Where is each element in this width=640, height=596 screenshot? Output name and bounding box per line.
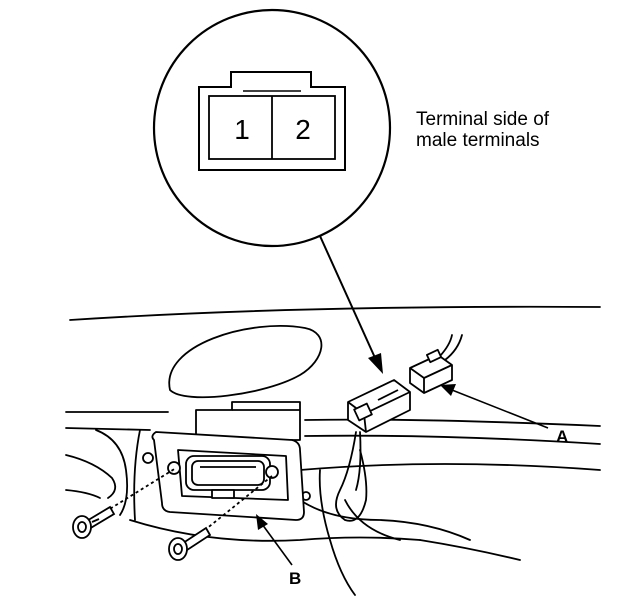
panel-oval-opening (168, 325, 323, 399)
screw-left (72, 467, 177, 539)
pin-2-label: 2 (295, 114, 311, 145)
body-panel (65, 305, 601, 596)
caption-line-1: Terminal side of (416, 109, 550, 130)
pin-1-label: 1 (234, 114, 250, 145)
harness-wire (335, 334, 463, 522)
female-connector (347, 379, 411, 433)
callout-b-label: B (289, 569, 301, 588)
detail-view: 1 2 (152, 8, 392, 248)
caption-line-2: male terminals (416, 130, 540, 151)
male-connector-a (409, 348, 453, 394)
detail-leader-arrow (319, 235, 383, 374)
switch-assembly (151, 401, 305, 521)
callout-a-leader (440, 384, 549, 429)
callout-a-label: A (556, 427, 568, 446)
callout-b-leader (256, 514, 293, 566)
screw-right (168, 475, 273, 561)
